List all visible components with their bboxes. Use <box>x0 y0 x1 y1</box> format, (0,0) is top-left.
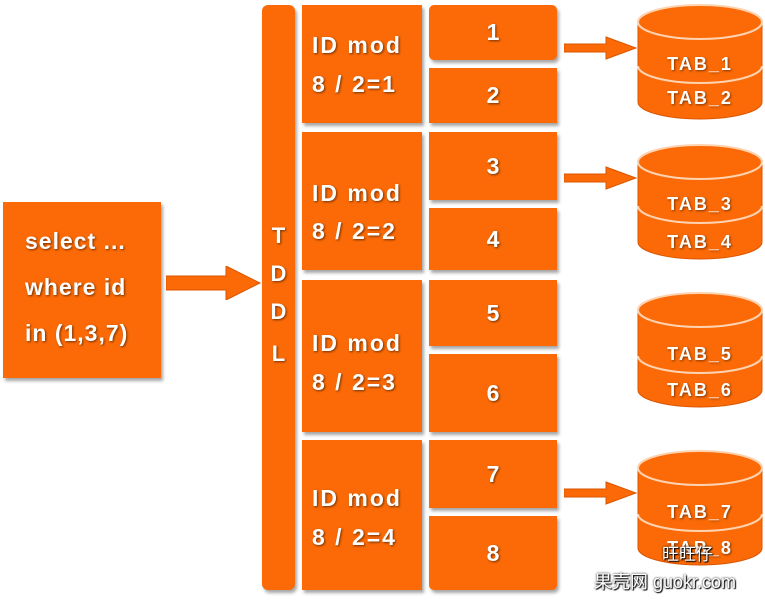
group-4-line-2: 8 / 2=4 <box>312 524 397 550</box>
tddl-letter-d1: D <box>270 261 287 286</box>
shard-cell-7: 7 <box>429 440 557 508</box>
group-box-1: ID mod 8 / 2=1 <box>302 5 422 123</box>
query-line-2: where id <box>25 274 127 300</box>
group-box-2: ID mod 8 / 2=2 <box>302 132 422 270</box>
table-label-tab-6: TAB_6 <box>667 380 733 400</box>
shard-cell-6: 6 <box>429 354 557 432</box>
query-line-3: in (1,3,7) <box>25 320 129 346</box>
cell-7-to-table-arrow <box>564 481 638 505</box>
group-3-line-1: ID mod <box>312 330 402 356</box>
table-label-tab-4: TAB_4 <box>667 232 733 252</box>
database-icon <box>637 4 763 120</box>
tddl-letter-d2: D <box>270 299 287 324</box>
database-cylinder-4: TAB_7 TAB_8 <box>637 450 763 568</box>
group-1-line-1: ID mod <box>312 32 402 58</box>
watermark-site: 果壳网 guokr.com <box>594 572 737 592</box>
tddl-bar: T D D L <box>262 5 295 590</box>
query-box: select ... where id in (1,3,7) <box>3 202 161 378</box>
shard-cell-8: 8 <box>429 516 557 590</box>
group-1-line-2: 8 / 2=1 <box>312 71 397 97</box>
query-line-1: select ... <box>25 228 126 254</box>
shard-cell-1: 1 <box>429 5 557 60</box>
table-label-tab-2: TAB_2 <box>667 88 733 108</box>
database-cylinder-2: TAB_3 TAB_4 <box>637 144 763 260</box>
group-2-line-2: 8 / 2=2 <box>312 218 397 244</box>
shard-cell-2: 2 <box>429 68 557 123</box>
shard-cell-3: 3 <box>429 132 557 200</box>
database-icon <box>637 292 763 408</box>
shard-cell-5: 5 <box>429 280 557 346</box>
table-label-tab-8: TAB_8 <box>667 538 733 558</box>
watermark-author: 旺旺仔 <box>662 545 713 564</box>
table-label-tab-3: TAB_3 <box>667 194 733 214</box>
table-label-tab-1: TAB_1 <box>667 54 733 74</box>
shard-cell-4: 4 <box>429 208 557 270</box>
group-3-line-2: 8 / 2=3 <box>312 369 397 395</box>
tddl-letter-t: T <box>271 223 286 248</box>
database-cylinder-3: TAB_5 TAB_6 <box>637 292 763 410</box>
group-4-line-1: ID mod <box>312 485 402 511</box>
database-cylinder-1: TAB_1 TAB_2 <box>637 4 763 120</box>
tddl-letter-l: L <box>271 341 286 366</box>
group-2-line-1: ID mod <box>312 180 402 206</box>
group-box-3: ID mod 8 / 2=3 <box>302 280 422 432</box>
query-to-tddl-arrow <box>166 266 262 300</box>
cell-3-to-table-arrow <box>564 166 638 190</box>
table-label-tab-5: TAB_5 <box>667 344 733 364</box>
cell-1-to-table-arrow <box>564 36 638 60</box>
database-icon <box>637 144 763 260</box>
table-label-tab-7: TAB_7 <box>667 502 733 522</box>
database-icon <box>637 450 763 566</box>
group-box-4: ID mod 8 / 2=4 <box>302 440 422 590</box>
